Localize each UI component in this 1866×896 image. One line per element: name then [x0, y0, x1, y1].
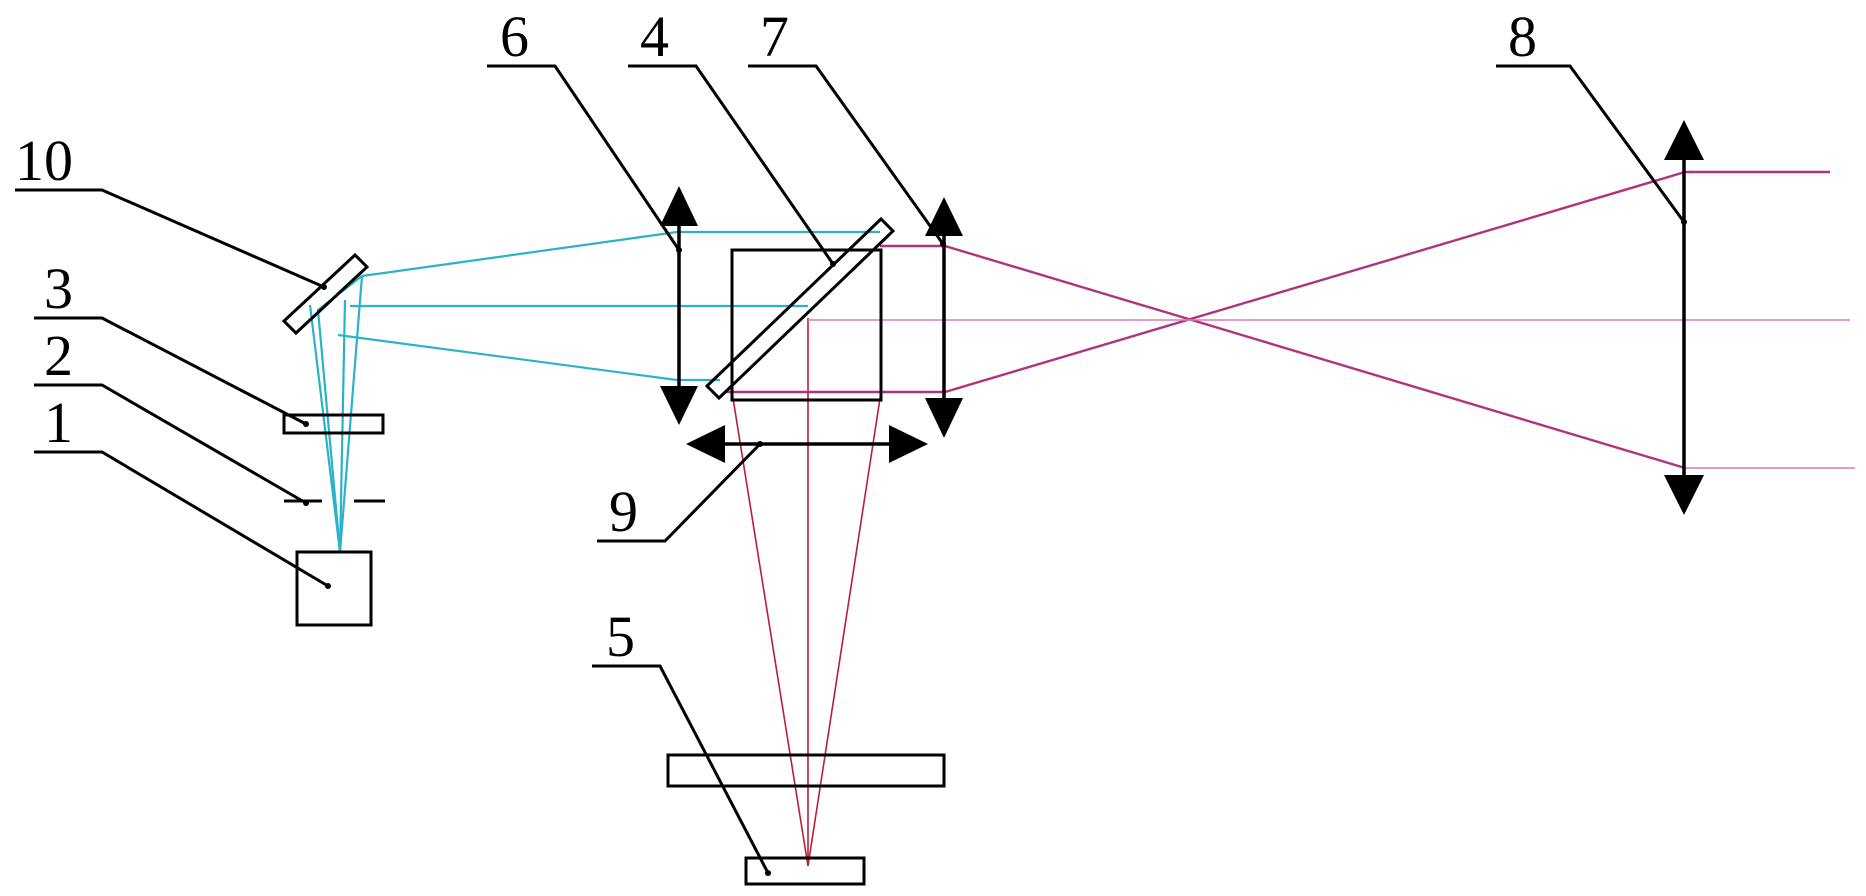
sample-rays	[731, 252, 882, 867]
lens-7	[925, 197, 963, 438]
filter-plate	[282, 413, 385, 435]
lens-8	[1664, 120, 1704, 515]
label-4: 4	[640, 4, 669, 69]
label-7: 7	[760, 4, 789, 69]
sample	[744, 856, 866, 886]
illumination-rays	[308, 230, 880, 553]
leader-dots	[303, 219, 1687, 876]
light-source	[295, 550, 373, 627]
imaging-rays	[725, 170, 1855, 470]
label-9: 9	[609, 479, 638, 544]
label-3: 3	[44, 256, 73, 321]
splitter-housing	[730, 248, 883, 402]
folding-mirror	[281, 252, 370, 336]
label-8: 8	[1508, 4, 1537, 69]
label-6: 6	[500, 4, 529, 69]
beam-splitter	[704, 216, 896, 401]
label-5: 5	[606, 604, 635, 669]
cover-plate	[666, 753, 946, 788]
label-2: 2	[44, 323, 73, 388]
label-1: 1	[44, 390, 73, 455]
label-10: 10	[15, 128, 73, 193]
lens-9	[686, 425, 928, 463]
leader-lines	[15, 64, 1686, 874]
